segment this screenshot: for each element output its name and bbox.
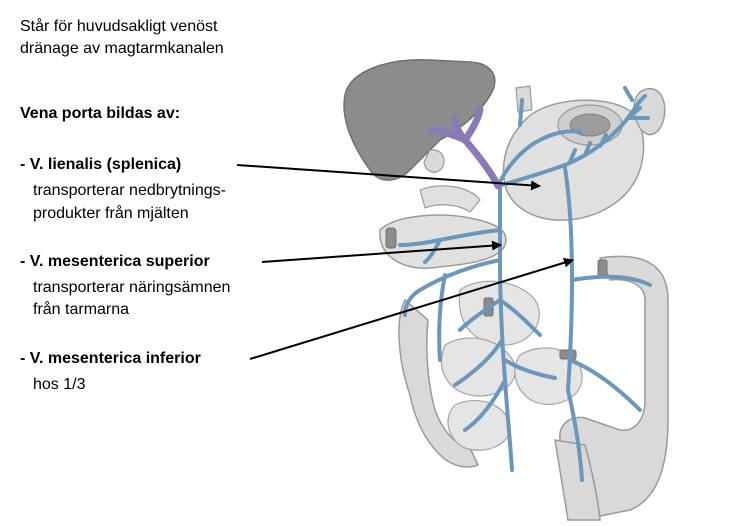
liver <box>343 59 496 181</box>
pancreas <box>379 214 507 269</box>
arrow-lienalis <box>236 164 541 191</box>
rectum <box>554 439 601 521</box>
veins <box>398 86 652 482</box>
item-lienalis-desc-2: produkter från mjälten <box>33 205 189 222</box>
portal-vein <box>428 106 502 190</box>
esophagus <box>515 85 533 113</box>
item-mes-inf-title: - V. mesenterica inferior <box>20 350 201 367</box>
arrow-mes-inf <box>249 257 574 360</box>
duodenum <box>419 185 481 213</box>
item-mes-sup-desc-1: transporterar näringsämnen <box>33 279 231 296</box>
pointer-arrows <box>236 164 574 360</box>
gallbladder <box>423 149 445 173</box>
item-mes-sup-title: - V. mesenterica superior <box>20 253 210 270</box>
item-lienalis-title: - V. lienalis (splenica) <box>20 156 182 173</box>
splenic-vein <box>496 94 647 188</box>
item-lienalis-desc-1: transporterar nedbrytnings- <box>33 182 226 199</box>
heading: Vena porta bildas av: <box>20 105 181 122</box>
arrow-mes-sup <box>261 240 502 263</box>
item-mes-sup-desc-2: från tarmarna <box>33 301 130 318</box>
intro-line-2: dränage av magtarmkanalen <box>20 40 224 57</box>
item-mes-inf-desc-1: hos 1/3 <box>33 376 86 393</box>
intro-line-1: Står för huvudsakligt venöst <box>20 18 218 35</box>
